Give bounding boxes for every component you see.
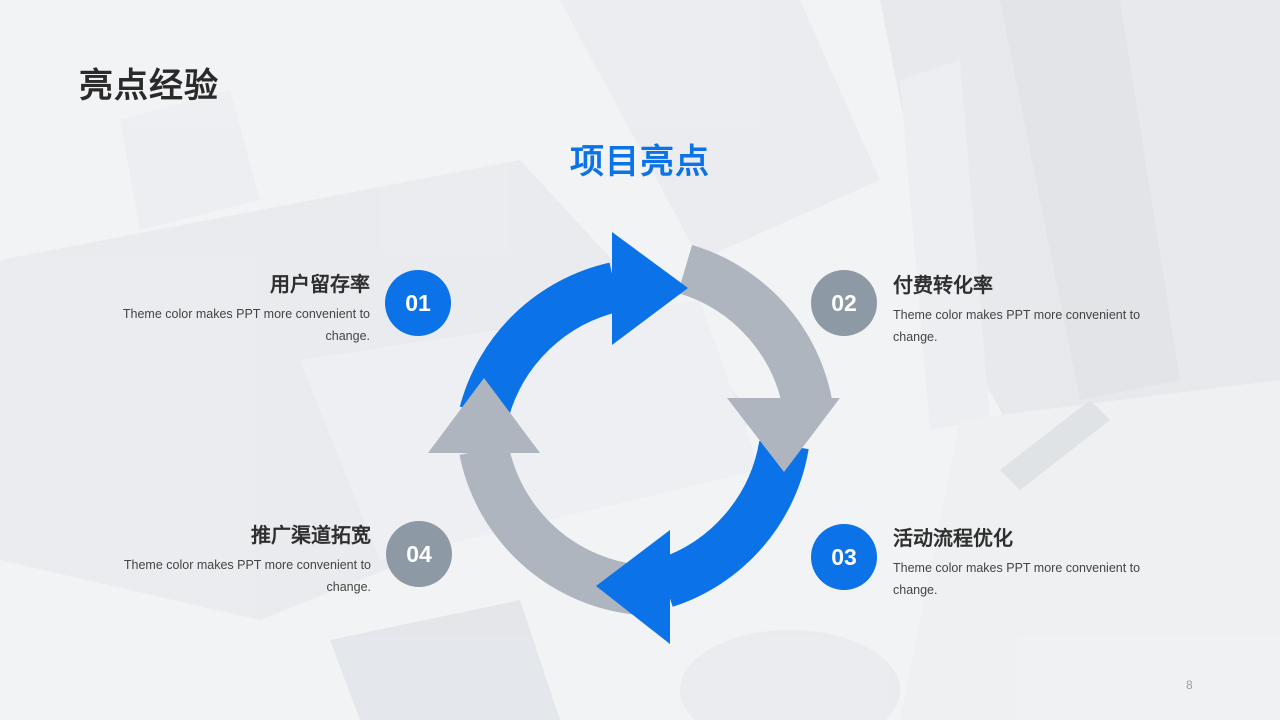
item-desc-user-retention: Theme color makes PPT more convenient to… [122, 307, 370, 343]
item-title-user-retention: 用户留存率 [270, 272, 370, 296]
page-title: 亮点经验 [79, 66, 219, 106]
arc-top-left [459, 262, 622, 420]
arrowhead-left [428, 378, 540, 453]
arc-bottom-left [459, 444, 643, 615]
arc-bottom-right [656, 440, 809, 607]
badge-03: 03 [811, 524, 877, 590]
section-heading: 项目亮点 [570, 142, 710, 182]
item-title-payment-conversion: 付费转化率 [893, 273, 993, 297]
item-title-activity-process: 活动流程优化 [893, 526, 1013, 550]
arrowhead-top [612, 232, 688, 345]
badge-01: 01 [385, 270, 451, 336]
item-desc-activity-process: Theme color makes PPT more convenient to… [893, 561, 1141, 597]
arrowhead-bottom [596, 530, 670, 644]
page-number: 8 [1186, 678, 1193, 692]
badge-02: 02 [811, 270, 877, 336]
item-desc-channel-expansion: Theme color makes PPT more convenient to… [123, 558, 371, 594]
arrowhead-right [727, 398, 840, 472]
item-desc-payment-conversion: Theme color makes PPT more convenient to… [893, 308, 1141, 344]
item-title-channel-expansion: 推广渠道拓宽 [251, 523, 371, 547]
badge-04: 04 [386, 521, 452, 587]
arc-top-right [677, 245, 833, 412]
